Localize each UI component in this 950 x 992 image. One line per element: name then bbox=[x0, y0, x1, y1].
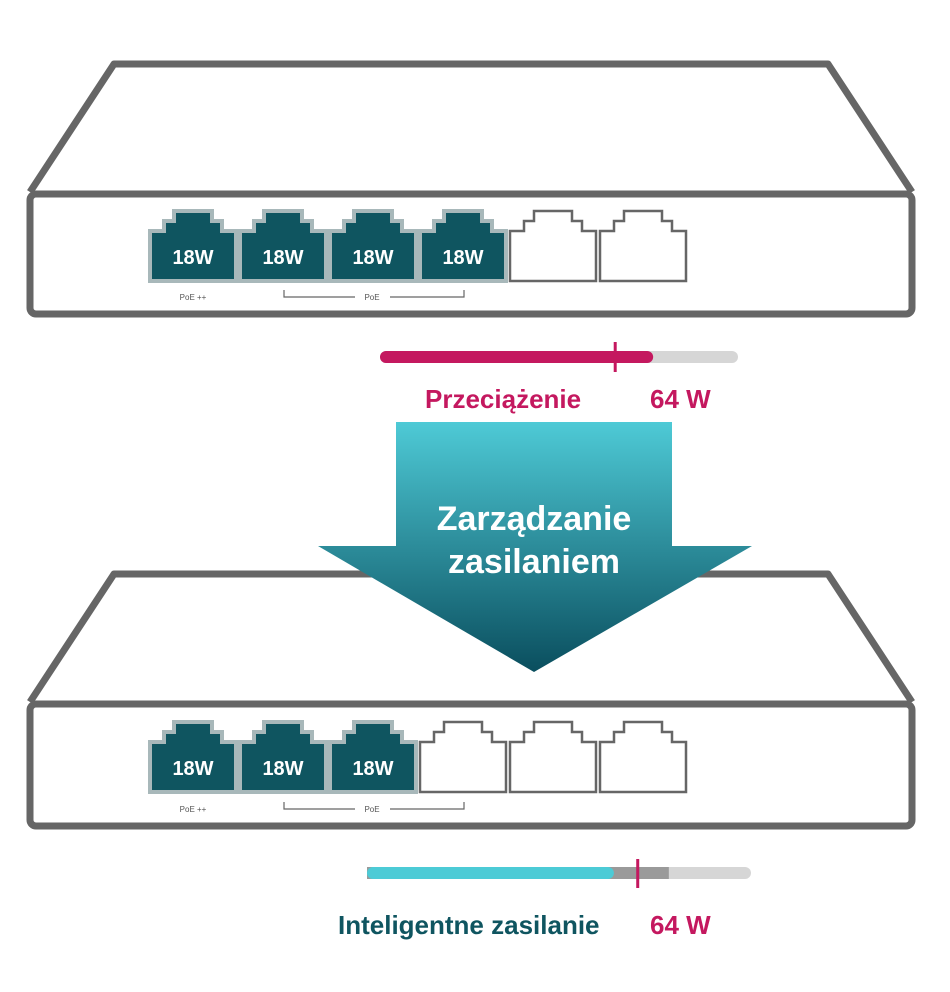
top-port-3-active bbox=[328, 209, 418, 283]
arrow-label-line-1: Zarządzanie bbox=[437, 500, 632, 538]
top-budget-label: 64 W bbox=[650, 384, 711, 414]
top-port-4-active bbox=[418, 209, 508, 283]
top-status-label: Przeciążenie bbox=[425, 384, 581, 414]
power-management-arrow: Zarządzanie zasilaniem bbox=[318, 422, 752, 672]
top-poe-plus-label: PoE ++ bbox=[180, 293, 207, 302]
top-poe-bracket bbox=[283, 290, 465, 298]
top-port-1-wattage: 18W bbox=[172, 247, 213, 269]
bottom-power-bar bbox=[367, 859, 751, 888]
bottom-port-4-inactive bbox=[418, 720, 508, 794]
top-bar-fill bbox=[380, 351, 654, 363]
bottom-port-3-active bbox=[328, 720, 418, 794]
bottom-poe-bracket bbox=[283, 802, 465, 810]
top-port-2-wattage: 18W bbox=[262, 247, 303, 269]
top-port-4-wattage: 18W bbox=[442, 247, 483, 269]
bottom-status-label: Inteligentne zasilanie bbox=[338, 910, 600, 940]
bottom-poe-plus-label: PoE ++ bbox=[180, 805, 207, 814]
top-switch: 18W 18W 18W 18W PoE ++ PoE bbox=[26, 60, 916, 318]
top-poe-label: PoE bbox=[364, 293, 379, 302]
bottom-port-2-active bbox=[238, 720, 328, 794]
bottom-port-6-inactive bbox=[598, 720, 688, 794]
bottom-port-3-wattage: 18W bbox=[352, 758, 393, 780]
top-port-6-inactive bbox=[598, 209, 688, 283]
top-port-row: 18W 18W 18W 18W bbox=[148, 209, 688, 283]
top-port-2-active bbox=[238, 209, 328, 283]
down-arrow-icon bbox=[318, 422, 752, 672]
top-port-1-active bbox=[148, 209, 238, 283]
bottom-port-1-wattage: 18W bbox=[172, 758, 213, 780]
bottom-port-5-inactive bbox=[508, 720, 598, 794]
bottom-budget-label: 64 W bbox=[650, 910, 711, 940]
bottom-port-row: 18W 18W 18W bbox=[148, 720, 688, 794]
top-port-3-wattage: 18W bbox=[352, 247, 393, 269]
bottom-poe-label: PoE bbox=[364, 805, 379, 814]
top-switch-lid bbox=[27, 60, 915, 194]
top-power-bar bbox=[380, 342, 738, 372]
top-port-5-inactive bbox=[508, 209, 598, 283]
bottom-switch: 18W 18W 18W PoE ++ PoE bbox=[26, 570, 916, 830]
bottom-port-1-active bbox=[148, 720, 238, 794]
bottom-port-2-wattage: 18W bbox=[262, 758, 303, 780]
arrow-label-line-2: zasilaniem bbox=[448, 543, 620, 581]
bottom-bar-fill bbox=[367, 867, 614, 879]
